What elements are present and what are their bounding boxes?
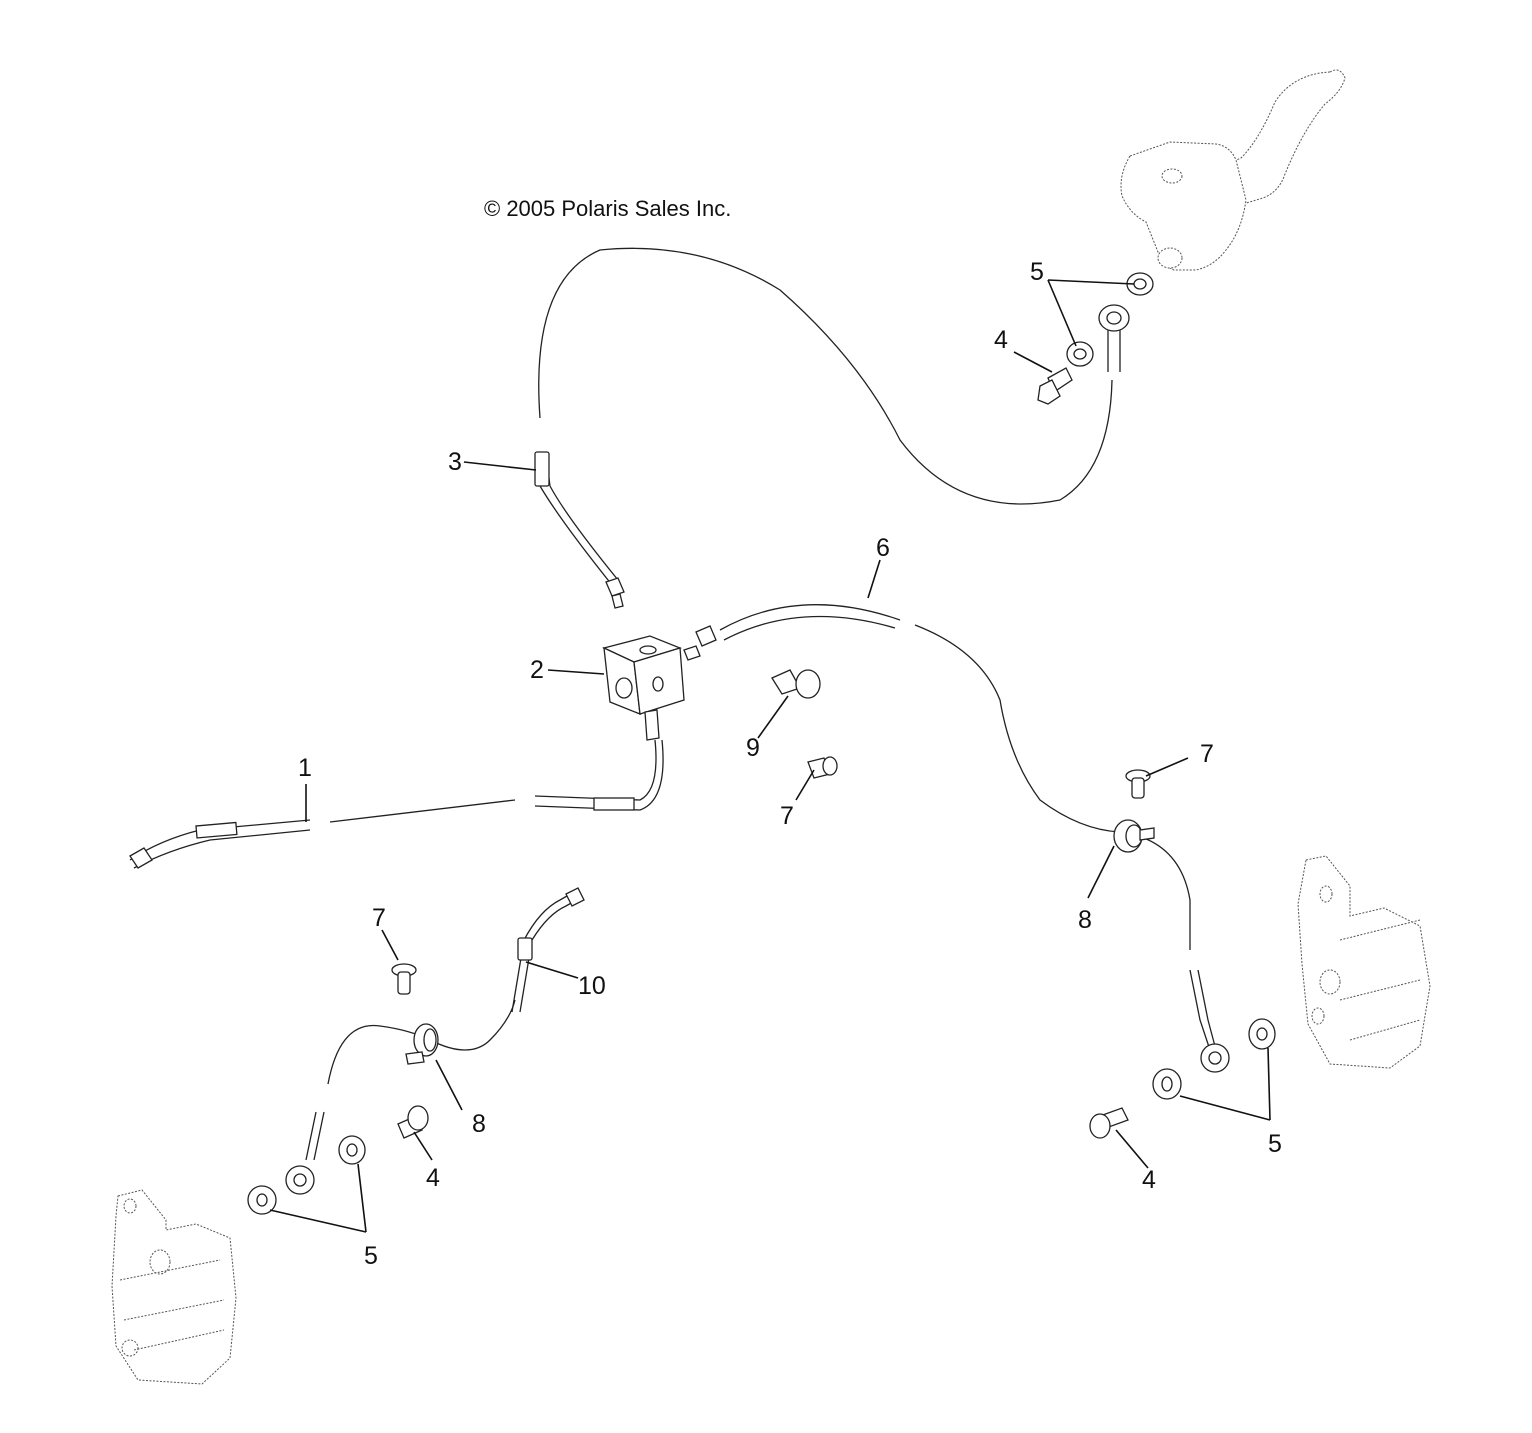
callout-6: 6 <box>876 534 890 562</box>
banjo-fitting-right <box>1189 969 1230 1073</box>
hose-clamp-left <box>405 1023 439 1065</box>
banjo-fitting-top <box>1098 304 1130 372</box>
callout-2: 2 <box>530 656 544 684</box>
callout-9: 9 <box>746 734 760 762</box>
screw-right <box>1125 769 1151 799</box>
caliper-left <box>111 1189 237 1385</box>
hose-clamp-right <box>1113 819 1155 853</box>
junction-block <box>602 635 685 716</box>
brake-line-6-fitting <box>683 625 717 661</box>
brake-line-1 <box>129 709 664 869</box>
screw-center <box>807 756 838 779</box>
callout-5-left: 5 <box>364 1242 378 1270</box>
callout-1: 1 <box>298 754 312 782</box>
banjo-bolt-right <box>1089 1107 1129 1139</box>
callout-10: 10 <box>578 972 606 1000</box>
bolt-9 <box>771 669 821 699</box>
banjo-bolt-left <box>397 1105 429 1139</box>
callout-7-right: 7 <box>1200 740 1214 768</box>
brake-line-3-fitting <box>534 451 625 609</box>
master-cylinder-lever <box>1120 69 1346 271</box>
leader-lines <box>269 279 1271 1233</box>
callout-8-right: 8 <box>1078 906 1092 934</box>
washer-right-upper <box>1248 1018 1276 1050</box>
callout-5-top: 5 <box>1030 258 1044 286</box>
callout-7-left: 7 <box>372 904 386 932</box>
washer-left-lower <box>247 1185 277 1215</box>
screw-left <box>391 963 417 995</box>
washer-top-lower <box>1066 341 1094 367</box>
washer-right-lower <box>1152 1068 1182 1100</box>
hose-6 <box>719 604 901 641</box>
callout-4-left: 4 <box>426 1164 440 1192</box>
copyright-notice: © 2005 Polaris Sales Inc. <box>484 196 732 221</box>
callout-4-right: 4 <box>1142 1166 1156 1194</box>
callout-3: 3 <box>448 448 462 476</box>
callout-4-top: 4 <box>994 326 1008 354</box>
callout-8-left: 8 <box>472 1110 486 1138</box>
hose-3-loop <box>538 247 1113 505</box>
washer-top-upper <box>1126 272 1154 296</box>
brake-line-10 <box>511 887 585 1013</box>
washer-left-upper <box>338 1135 366 1165</box>
hose-6-long <box>914 624 1191 950</box>
callout-7-center: 7 <box>780 802 794 830</box>
caliper-right <box>1297 855 1431 1069</box>
banjo-bolt-top <box>1037 367 1073 405</box>
callout-5-right: 5 <box>1268 1130 1282 1158</box>
banjo-fitting-left <box>285 1111 325 1195</box>
